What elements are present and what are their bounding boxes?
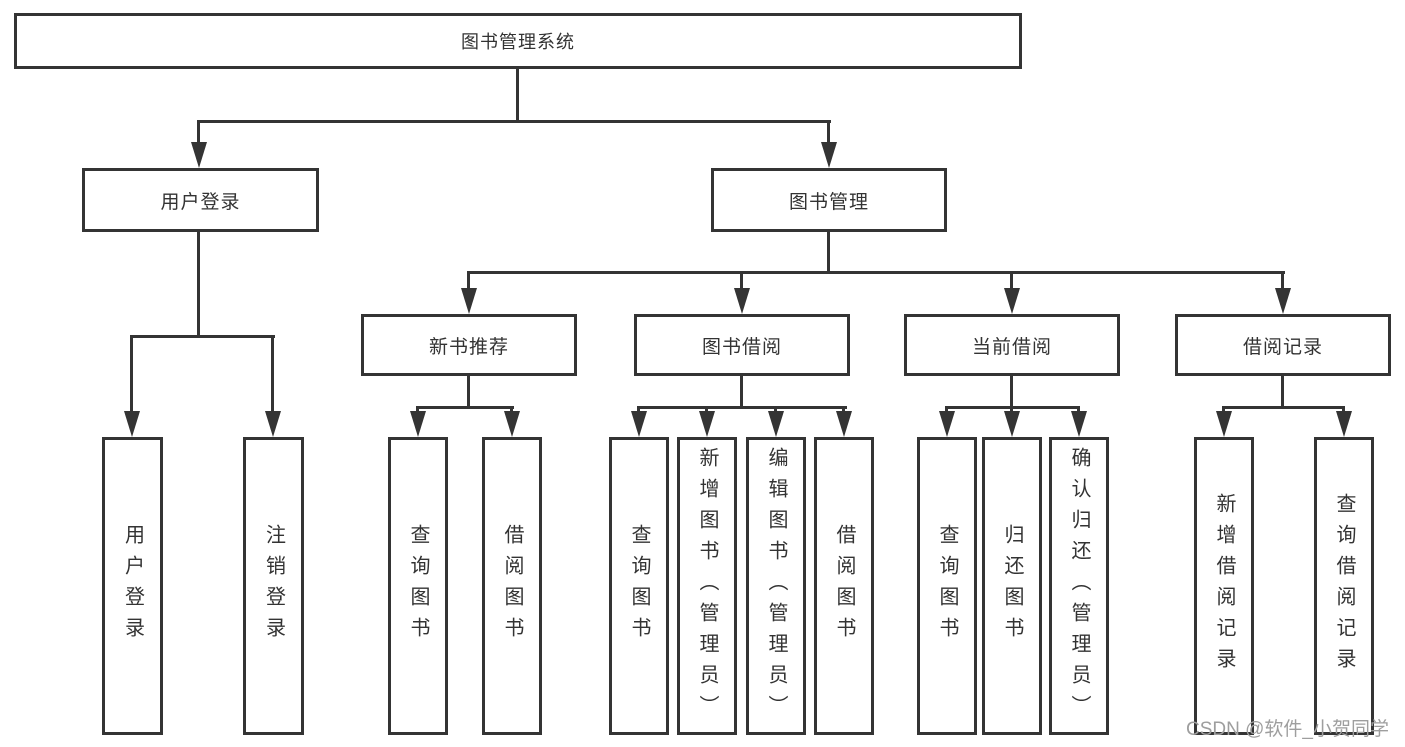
- connector-arrow-shaft-return-books: [1010, 406, 1013, 411]
- connector-arrow-shaft-query-books-2: [637, 406, 640, 411]
- node-book-borrow-label: 图书借阅: [701, 336, 782, 358]
- connector-root-branch: [197, 120, 831, 123]
- leaf-edit-books-admin-label: 编辑图书（管理员）: [765, 446, 787, 726]
- node-user-login-label: 用户登录: [160, 191, 241, 213]
- leaf-borrow-books-2-label: 借阅图书: [833, 524, 855, 648]
- leaf-add-borrow-record-label: 新增借阅记录: [1213, 493, 1235, 679]
- leaf-user-login: 用户登录: [102, 437, 163, 735]
- arrowhead-return-books: [1004, 411, 1020, 437]
- leaf-query-books-1: 查询图书: [388, 437, 448, 735]
- arrowhead-edit-books: [768, 411, 784, 437]
- leaf-borrow-books-1: 借阅图书: [482, 437, 542, 735]
- connector-borrow-record-branch: [1222, 406, 1345, 409]
- node-current-borrow: 当前借阅: [904, 314, 1120, 376]
- node-library-management-system: 图书管理系统: [14, 13, 1022, 69]
- arrowhead-query-record: [1336, 411, 1352, 437]
- connector-arrow-shaft-book-management: [827, 120, 830, 142]
- leaf-add-books-admin-label: 新增图书（管理员）: [696, 446, 718, 726]
- node-borrow-record: 借阅记录: [1175, 314, 1391, 376]
- leaf-confirm-return-admin: 确认归还（管理员）: [1049, 437, 1109, 735]
- arrowhead-query-books-2: [631, 411, 647, 437]
- connector-user-login-stem: [197, 232, 200, 335]
- leaf-query-books-3: 查询图书: [917, 437, 977, 735]
- connector-book-borrow-stem: [740, 376, 743, 406]
- node-library-management-system-label: 图书管理系统: [461, 32, 575, 52]
- node-book-management-label: 图书管理: [788, 191, 869, 213]
- connector-book-management-stem: [827, 232, 830, 271]
- connector-book-management-branch: [467, 271, 1285, 274]
- node-new-book-recommend: 新书推荐: [361, 314, 577, 376]
- connector-new-book-branch: [416, 406, 514, 409]
- leaf-confirm-return-admin-label: 确认归还（管理员）: [1068, 446, 1090, 726]
- connector-arrow-shaft-edit-books: [774, 406, 777, 411]
- leaf-logout: 注销登录: [243, 437, 304, 735]
- connector-new-book-stem: [467, 376, 470, 406]
- arrowhead-borrow-books-2: [836, 411, 852, 437]
- connector-arrow-shaft-add-record: [1222, 406, 1225, 411]
- arrowhead-book-borrow: [734, 288, 750, 314]
- connector-arrow-shaft-leaf-user-login: [130, 335, 133, 411]
- leaf-borrow-books-2: 借阅图书: [814, 437, 874, 735]
- leaf-query-borrow-record-label: 查询借阅记录: [1333, 493, 1355, 679]
- connector-arrow-shaft-confirm-return: [1077, 406, 1080, 411]
- leaf-query-books-2-label: 查询图书: [628, 524, 650, 648]
- connector-arrow-shaft-query-books-1: [416, 406, 419, 411]
- connector-arrow-shaft-borrow-record: [1281, 271, 1284, 288]
- arrowhead-borrow-record: [1275, 288, 1291, 314]
- leaf-add-borrow-record: 新增借阅记录: [1194, 437, 1254, 735]
- connector-arrow-shaft-leaf-logout: [271, 335, 274, 411]
- leaf-edit-books-admin: 编辑图书（管理员）: [746, 437, 806, 735]
- connector-arrow-shaft-current-borrow: [1010, 271, 1013, 288]
- watermark-text: CSDN @软件_小贺同学: [1186, 719, 1389, 740]
- node-book-borrow: 图书借阅: [634, 314, 850, 376]
- leaf-add-books-admin: 新增图书（管理员）: [677, 437, 737, 735]
- leaf-return-books-label: 归还图书: [1001, 524, 1023, 648]
- arrowhead-leaf-logout: [265, 411, 281, 437]
- connector-root-stem: [516, 69, 519, 120]
- connector-arrow-shaft-add-books: [705, 406, 708, 411]
- leaf-query-books-1-label: 查询图书: [407, 524, 429, 648]
- arrowhead-book-management: [821, 142, 837, 168]
- arrowhead-new-book: [461, 288, 477, 314]
- connector-arrow-shaft-query-record: [1342, 406, 1345, 411]
- connector-arrow-shaft-borrow-books-1: [510, 406, 513, 411]
- connector-borrow-record-stem: [1281, 376, 1284, 406]
- leaf-return-books: 归还图书: [982, 437, 1042, 735]
- connector-arrow-shaft-borrow-books-2: [842, 406, 845, 411]
- node-book-management: 图书管理: [711, 168, 947, 232]
- arrowhead-current-borrow: [1004, 288, 1020, 314]
- leaf-query-books-3-label: 查询图书: [936, 524, 958, 648]
- node-borrow-record-label: 借阅记录: [1242, 336, 1323, 358]
- arrowhead-confirm-return: [1071, 411, 1087, 437]
- arrowhead-user-login: [191, 142, 207, 168]
- connector-user-login-branch: [130, 335, 275, 338]
- leaf-query-borrow-record: 查询借阅记录: [1314, 437, 1374, 735]
- node-new-book-recommend-label: 新书推荐: [428, 336, 509, 358]
- leaf-query-books-2: 查询图书: [609, 437, 669, 735]
- connector-arrow-shaft-query-books-3: [945, 406, 948, 411]
- connector-current-borrow-stem: [1010, 376, 1013, 406]
- node-current-borrow-label: 当前借阅: [971, 336, 1052, 358]
- arrowhead-borrow-books-1: [504, 411, 520, 437]
- connector-arrow-shaft-book-borrow: [740, 271, 743, 288]
- leaf-user-login-label: 用户登录: [121, 524, 144, 648]
- arrowhead-leaf-user-login: [124, 411, 140, 437]
- arrowhead-add-record: [1216, 411, 1232, 437]
- leaf-borrow-books-1-label: 借阅图书: [501, 524, 523, 648]
- node-user-login: 用户登录: [82, 168, 319, 232]
- connector-arrow-shaft-new-book: [467, 271, 470, 288]
- leaf-logout-label: 注销登录: [262, 524, 285, 648]
- connector-arrow-shaft-user-login: [197, 120, 200, 142]
- connector-book-borrow-branch: [637, 406, 847, 409]
- arrowhead-add-books: [699, 411, 715, 437]
- arrowhead-query-books-3: [939, 411, 955, 437]
- arrowhead-query-books-1: [410, 411, 426, 437]
